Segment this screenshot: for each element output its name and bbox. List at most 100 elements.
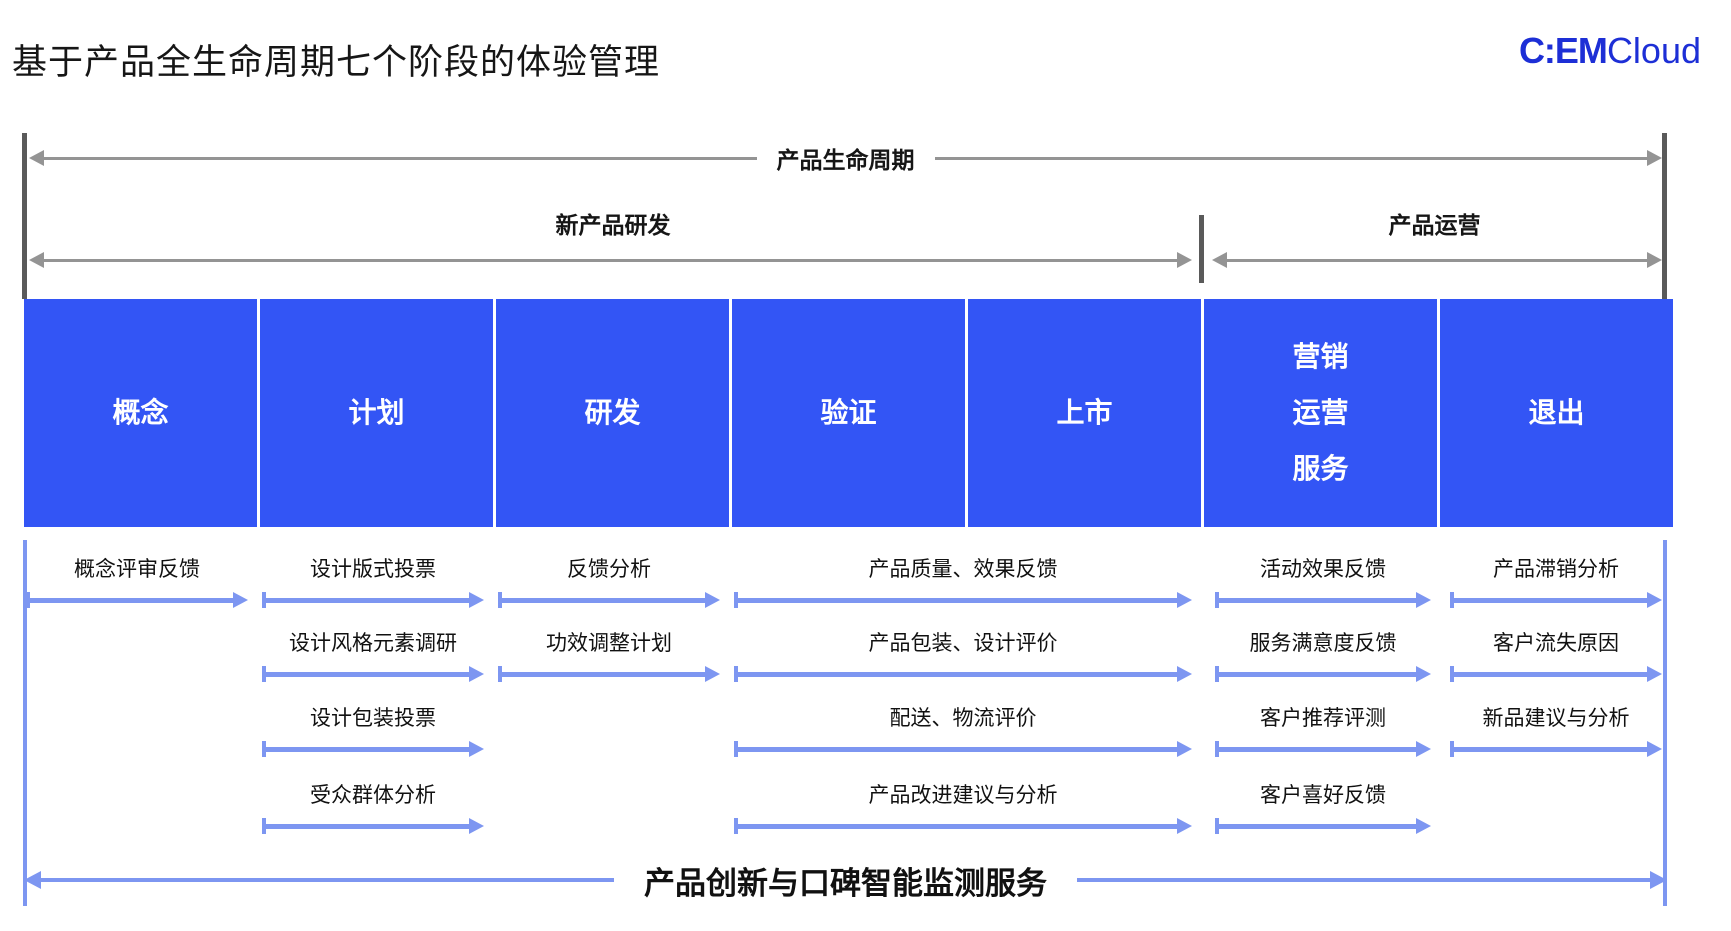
feedback-label: 服务满意度反馈 — [1249, 632, 1397, 655]
feedback-arrow — [498, 592, 720, 608]
arrow-line — [1219, 746, 1416, 752]
feedback-right-line — [1663, 540, 1667, 906]
feedback-item: 客户推荐评测 — [1215, 705, 1431, 757]
arrow-line — [1454, 597, 1647, 603]
arrowhead-right-icon — [1647, 150, 1662, 166]
feedback-arrow — [26, 592, 248, 608]
arrowhead-left-icon — [24, 871, 41, 889]
arrowhead-right-icon — [1647, 592, 1662, 608]
feedback-label: 反馈分析 — [567, 558, 651, 581]
feedback-arrow — [1450, 666, 1662, 682]
feedback-arrow — [1215, 666, 1431, 682]
feedback-label: 客户流失原因 — [1493, 632, 1619, 655]
monitoring-service-arrow: 产品创新与口碑智能监测服务 — [24, 856, 1667, 904]
lifecycle-arrow: 产品生命周期 — [29, 147, 1662, 173]
feedback-label: 产品包装、设计评价 — [868, 632, 1058, 655]
feedback-item: 产品滞销分析 — [1450, 556, 1662, 608]
arrow-line — [1219, 597, 1416, 603]
arrow-tick — [1215, 818, 1219, 834]
feedback-arrow — [1215, 592, 1431, 608]
arrowhead-right-icon — [1416, 666, 1431, 682]
stage-exit: 退出 — [1440, 299, 1673, 527]
feedback-item: 概念评审反馈 — [26, 556, 248, 608]
feedback-label: 设计包装投票 — [310, 707, 436, 730]
arrow-line — [266, 597, 469, 603]
stage-row: 概念 计划 研发 验证 上市 营销 运营 服务 退出 — [24, 299, 1673, 527]
feedback-left-line — [23, 540, 27, 906]
operation-arrow — [1212, 252, 1662, 268]
arrow-tick — [1450, 592, 1454, 608]
arrow-tick — [1215, 592, 1219, 608]
arrow-tick — [734, 592, 738, 608]
arrow-line — [1227, 258, 1647, 262]
feedback-item: 设计风格元素调研 — [262, 630, 484, 682]
feedback-arrow — [1450, 592, 1662, 608]
arrow-tick — [1215, 666, 1219, 682]
arrow-line — [934, 156, 1647, 160]
feedback-label: 功效调整计划 — [546, 632, 672, 655]
feedback-item: 反馈分析 — [498, 556, 720, 608]
feedback-item: 受众群体分析 — [262, 782, 484, 834]
feedback-label: 产品质量、效果反馈 — [868, 558, 1058, 581]
feedback-item: 功效调整计划 — [498, 630, 720, 682]
feedback-label: 活动效果反馈 — [1260, 558, 1386, 581]
arrow-line — [1219, 823, 1416, 829]
operation-phase-label: 产品运营 — [1388, 212, 1481, 238]
arrowhead-right-icon — [1177, 252, 1192, 268]
feedback-arrow — [734, 741, 1192, 757]
feedback-item: 设计版式投票 — [262, 556, 484, 608]
arrow-tick — [1215, 741, 1219, 757]
arrowhead-right-icon — [1650, 871, 1667, 889]
arrow-line — [266, 671, 469, 677]
feedback-item: 产品改进建议与分析 — [734, 782, 1192, 834]
logo-cem-text: C:EM — [1518, 30, 1608, 71]
arrow-tick — [262, 592, 266, 608]
logo-cloud-text: Cloud — [1606, 30, 1701, 71]
arrowhead-right-icon — [1647, 666, 1662, 682]
arrow-tick — [498, 592, 502, 608]
arrowhead-right-icon — [705, 666, 720, 682]
feedback-item: 客户流失原因 — [1450, 630, 1662, 682]
arrow-line — [738, 597, 1177, 603]
arrow-tick — [26, 592, 30, 608]
feedback-label: 产品改进建议与分析 — [868, 784, 1058, 807]
feedback-item: 新品建议与分析 — [1450, 705, 1662, 757]
feedback-label: 产品滞销分析 — [1493, 558, 1619, 581]
arrowhead-right-icon — [1416, 818, 1431, 834]
arrow-tick — [1450, 666, 1454, 682]
arrowhead-left-icon — [29, 150, 44, 166]
feedback-arrow — [262, 666, 484, 682]
arrow-line — [41, 878, 614, 882]
feedback-arrow — [498, 666, 720, 682]
arrow-tick — [734, 741, 738, 757]
arrow-line — [266, 823, 469, 829]
arrow-line — [1454, 671, 1647, 677]
arrow-tick — [734, 666, 738, 682]
feedback-item: 服务满意度反馈 — [1215, 630, 1431, 682]
stage-rd: 研发 — [496, 299, 729, 527]
arrow-tick — [498, 666, 502, 682]
arrow-line — [738, 823, 1177, 829]
arrow-tick — [262, 818, 266, 834]
stage-concept: 概念 — [24, 299, 257, 527]
timeline-right-bar — [1662, 133, 1667, 299]
feedback-item: 活动效果反馈 — [1215, 556, 1431, 608]
feedback-label: 设计风格元素调研 — [289, 632, 457, 655]
arrowhead-left-icon — [1212, 252, 1227, 268]
feedback-label: 客户喜好反馈 — [1260, 784, 1386, 807]
arrow-line — [44, 258, 1177, 262]
timeline-divider-bar — [1199, 215, 1204, 283]
stage-launch: 上市 — [968, 299, 1201, 527]
arrow-line — [1077, 878, 1650, 882]
npd-arrow — [29, 252, 1192, 268]
feedback-label: 受众群体分析 — [310, 784, 436, 807]
arrow-line — [44, 156, 757, 160]
arrowhead-right-icon — [1177, 741, 1192, 757]
arrow-line — [30, 597, 233, 603]
feedback-arrow — [262, 592, 484, 608]
arrowhead-right-icon — [1647, 252, 1662, 268]
feedback-label: 概念评审反馈 — [74, 558, 200, 581]
arrow-line — [738, 746, 1177, 752]
arrowhead-right-icon — [1416, 592, 1431, 608]
